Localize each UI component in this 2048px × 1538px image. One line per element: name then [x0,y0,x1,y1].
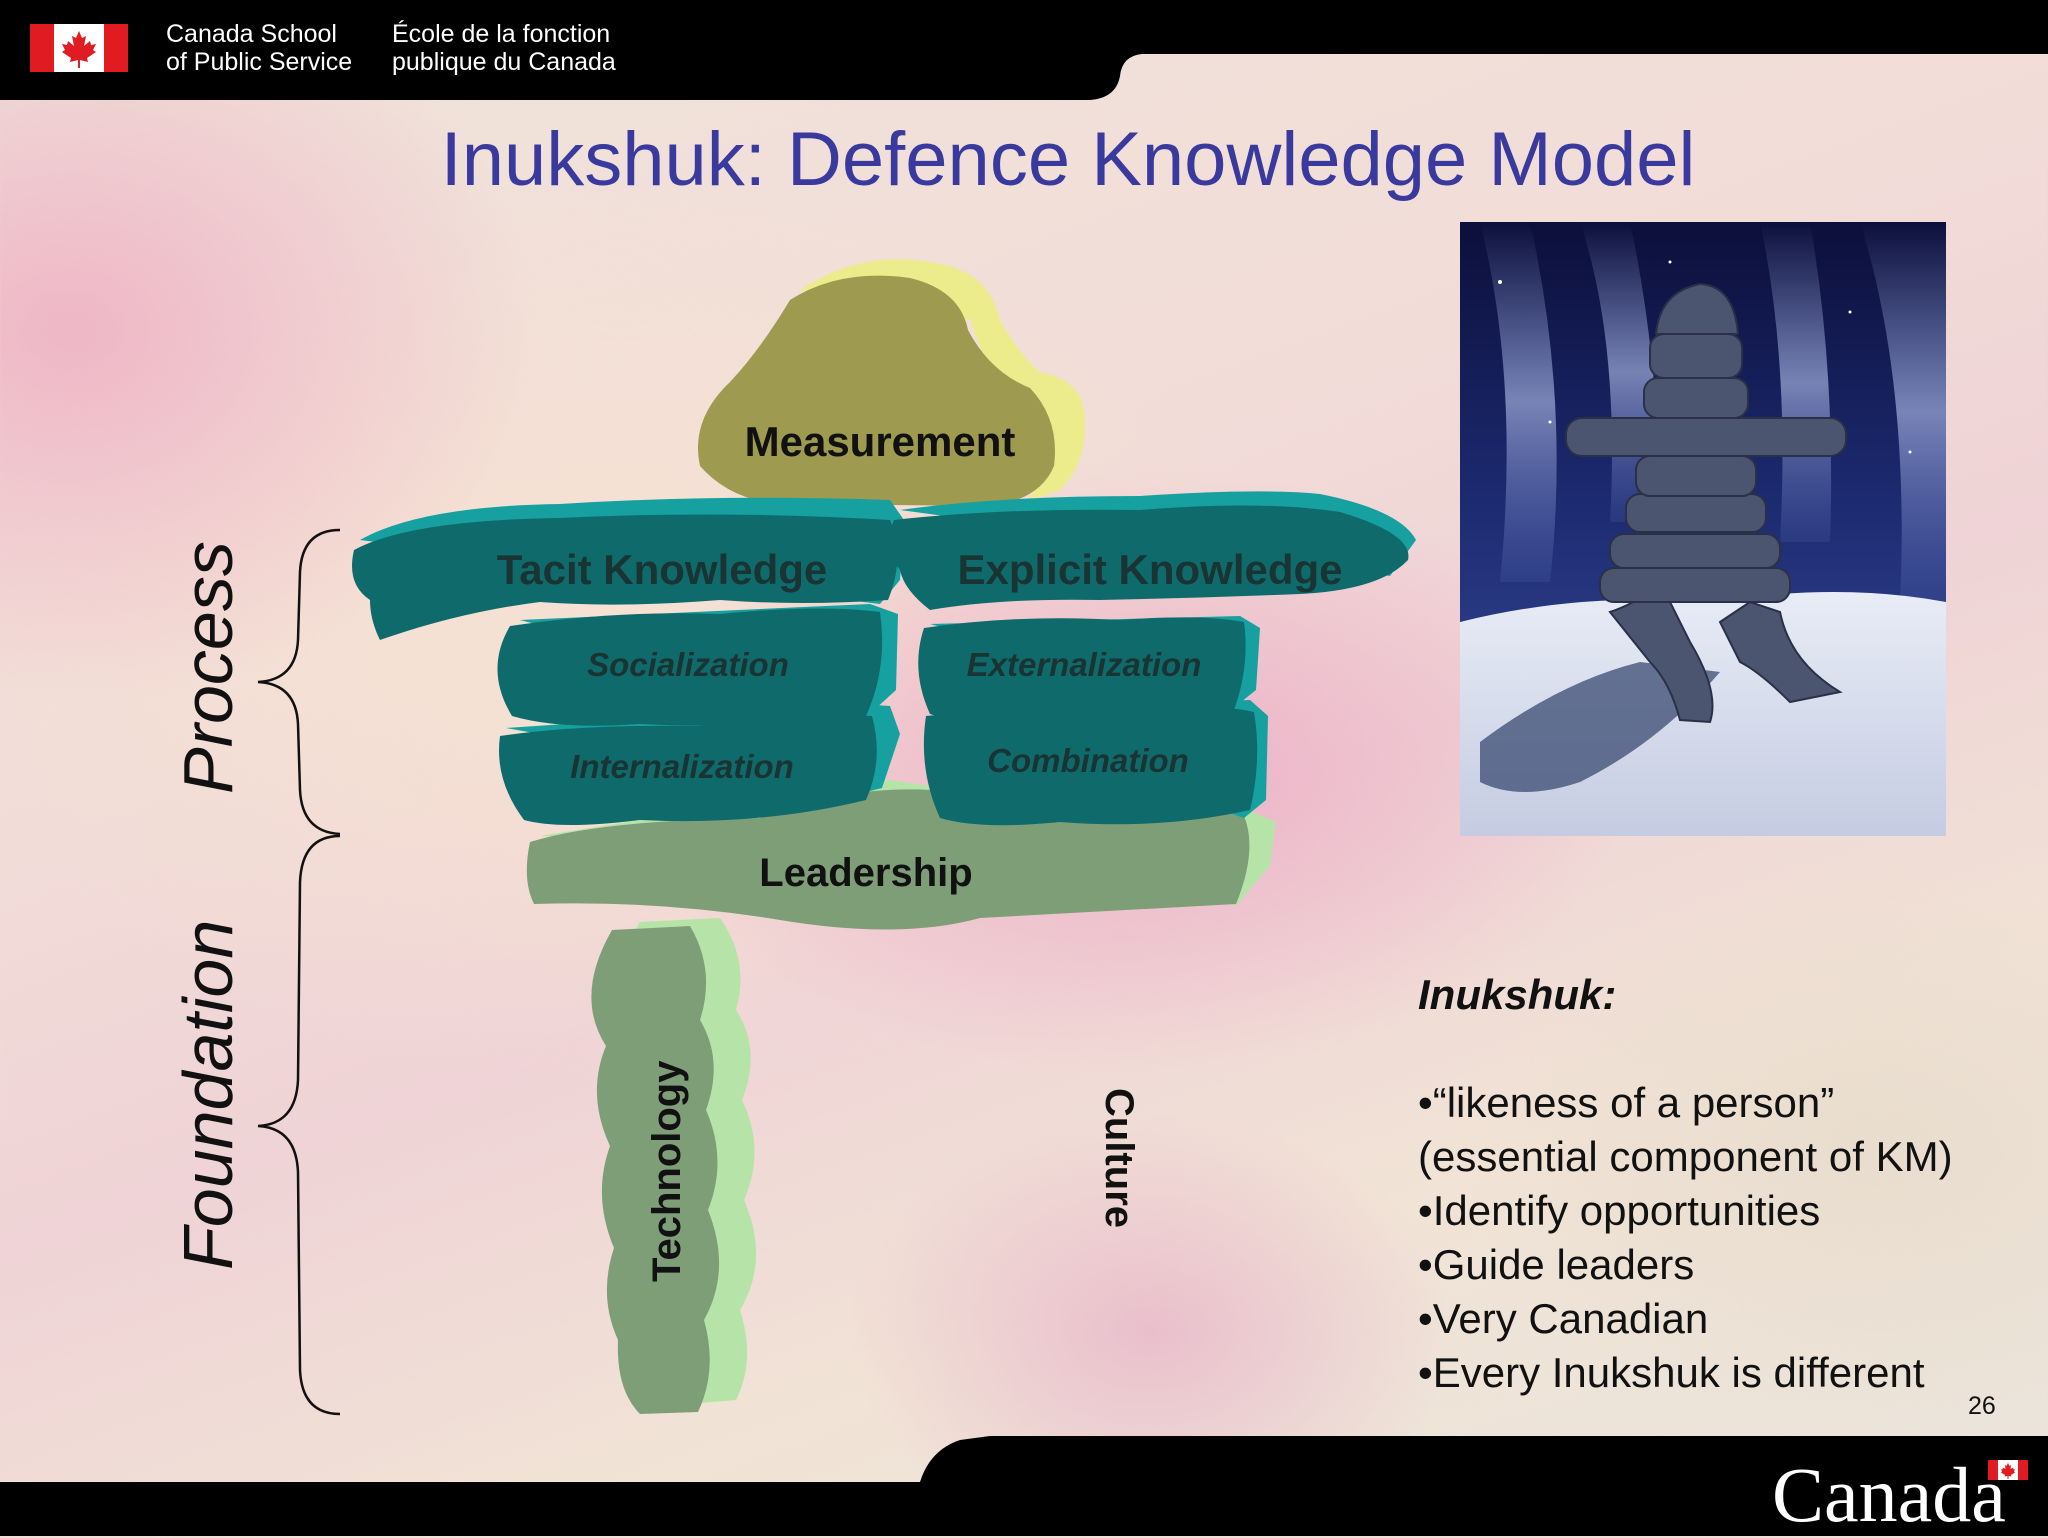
tacit-knowledge-label: Tacit Knowledge [497,546,828,593]
internalization-label: Internalization [570,748,794,785]
internalization-stone: Internalization [499,704,900,825]
leadership-label: Leadership [759,851,972,895]
org-name-english: Canada School of Public Service [166,20,352,76]
measurement-label: Measurement [745,418,1016,465]
notes-heading: Inukshuk: [1418,971,1617,1018]
org-name-english-line1: Canada School [166,20,337,48]
org-name-french-line1: École de la fonction [392,20,611,48]
wordmark-flag-icon [1988,1460,2028,1480]
notes-item: •Guide leaders [1418,1241,1695,1288]
notes-item: •Every Inukshuk is different [1418,1349,1925,1396]
combination-stone: Combination [923,700,1268,826]
explicit-knowledge-label: Explicit Knowledge [957,546,1342,593]
notes-item: •“likeness of a person” [1418,1079,1835,1126]
foundation-label: Foundation [169,919,247,1270]
notes-item: (essential component of KM) [1418,1133,1953,1180]
canada-wordmark: Canada [1772,1451,2006,1538]
org-name-french: École de la fonction publique du Canada [392,20,616,76]
slide-title: Inukshuk: Defence Knowledge Model [440,117,1696,202]
process-brace [257,528,341,836]
footer-bar [0,1436,2048,1536]
org-name-french-line2: publique du Canada [392,48,616,76]
combination-label: Combination [987,742,1189,779]
page-number: 26 [1968,1392,1996,1420]
culture-label: Culture [1097,1088,1141,1228]
externalization-stone: Externalization [918,616,1260,722]
notes-item: •Very Canadian [1418,1295,1709,1342]
technology-stone: Technology [591,918,757,1414]
notes-block: Inukshuk: •“likeness of a person” (essen… [1418,968,2038,1400]
inukshuk-photo [1460,222,1946,836]
socialization-label: Socialization [587,646,789,683]
measurement-stone: Measurement [698,259,1085,506]
process-label: Process [169,541,247,794]
notes-item: •Identify opportunities [1418,1187,1821,1234]
canada-flag-icon [30,24,128,72]
explicit-knowledge-stone: Explicit Knowledge [889,491,1416,610]
tacit-knowledge-stone: Tacit Knowledge [352,497,904,640]
technology-label: Technology [645,1060,689,1282]
socialization-stone: Socialization [497,604,898,726]
foundation-brace [257,834,341,1416]
org-name-english-line2: of Public Service [166,48,353,76]
externalization-label: Externalization [967,646,1202,683]
header-bar [0,0,2048,100]
